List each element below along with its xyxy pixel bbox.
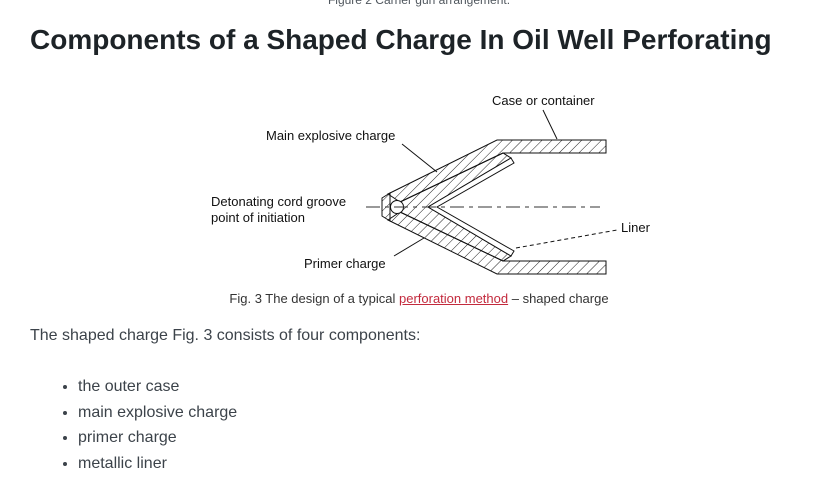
figure-caption: Fig. 3 The design of a typical perforati… — [0, 291, 838, 306]
previous-figure-caption: Figure 2 Carrier gun arrangement. — [327, 0, 511, 7]
label-primer-charge: Primer charge — [304, 256, 386, 271]
explosive-leader-line — [401, 143, 438, 173]
liner-leader-line — [515, 229, 618, 249]
primer-leader-line — [393, 237, 425, 257]
figure-caption-suffix: – shaped charge — [508, 291, 609, 306]
label-detonating-line1: Detonating cord groove — [211, 194, 347, 209]
label-detonating-cord-groove: Detonating cord groove point of initiati… — [211, 194, 346, 226]
page-title: Components of a Shaped Charge In Oil Wel… — [30, 24, 772, 55]
label-detonating-line2: point of initiation — [211, 210, 305, 225]
intro-paragraph: The shaped charge Fig. 3 consists of fou… — [30, 327, 421, 344]
list-item: primer charge — [78, 425, 237, 451]
label-liner: Liner — [621, 220, 650, 235]
label-main-explosive-charge: Main explosive charge — [266, 128, 396, 143]
shaped-charge-figure: Case or container Main explosive charge … — [0, 88, 838, 288]
list-item: main explosive charge — [78, 400, 237, 426]
list-item: the outer case — [78, 374, 237, 400]
shaped-charge-diagram — [366, 109, 618, 275]
figure-caption-prefix: Fig. 3 The design of a typical — [229, 291, 399, 306]
label-case-or-container: Case or container — [492, 93, 595, 108]
perforation-method-link[interactable]: perforation method — [398, 291, 509, 306]
list-item: metallic liner — [78, 451, 237, 477]
case-leader-line — [542, 109, 558, 140]
component-list: the outer case main explosive charge pri… — [30, 374, 237, 476]
